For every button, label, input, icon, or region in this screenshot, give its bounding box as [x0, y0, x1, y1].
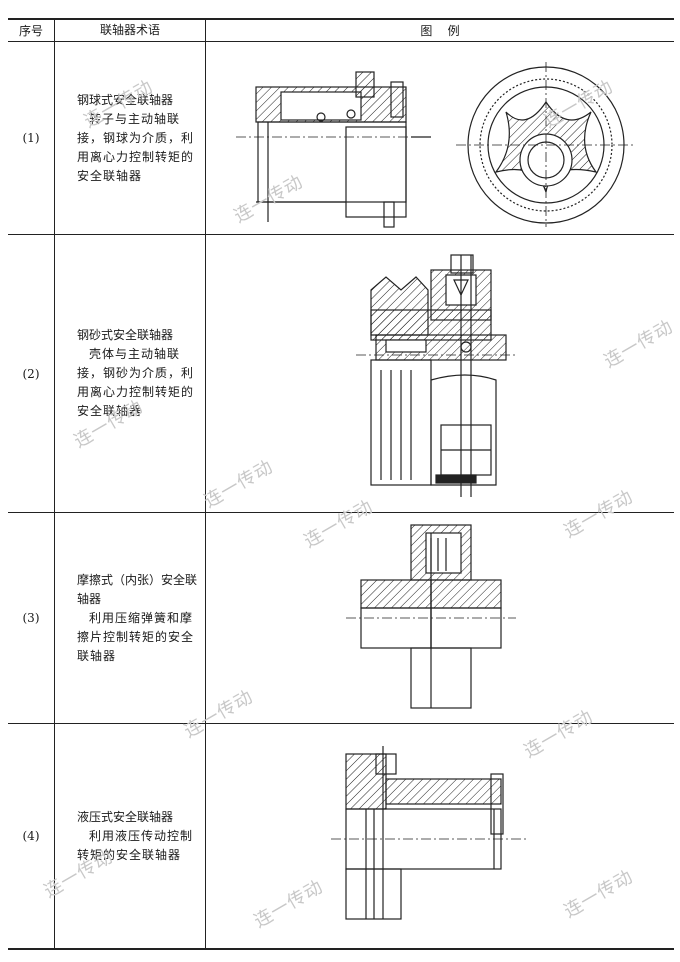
table-row: (2) 钢砂式安全联轴器 壳体与主动轴联接，钢砂为介质，利用离心力控制转矩的安全… [8, 234, 674, 513]
table-row: (4) 液压式安全联轴器 利用液压传动控制转矩的安全联轴器 [8, 723, 674, 950]
row-seq: (2) [8, 234, 55, 513]
term-name: 液压式安全联轴器 [77, 809, 174, 824]
term-name: 钢砂式安全联轴器 [77, 328, 174, 342]
figure-cell [205, 512, 674, 724]
term-desc: 转子与主动轴联接，钢球为介质，利用离心力控制转矩的安全联轴器 [77, 111, 195, 183]
term-name: 摩擦式（内张）安全联轴器 [77, 572, 198, 606]
row-term: 钢砂式安全联轴器 壳体与主动轴联接，钢砂为介质，利用离心力控制转矩的安全联轴器 [54, 234, 206, 513]
ball-safety-coupling-drawing-icon [236, 62, 636, 228]
term-desc: 壳体与主动轴联接，钢砂为介质，利用离心力控制转矩的安全联轴器 [77, 347, 195, 418]
header-figure: 图 例 [205, 18, 674, 42]
row-seq: (1) [8, 41, 55, 235]
term-name: 钢球式安全联轴器 [77, 92, 174, 107]
header-seq: 序号 [8, 18, 55, 42]
table-row: (3) 摩擦式（内张）安全联轴器 利用压缩弹簧和摩擦片控制转矩的安全联轴器 [8, 512, 674, 724]
row-term: 钢球式安全联轴器 转子与主动轴联接，钢球为介质，利用离心力控制转矩的安全联轴器 [54, 41, 206, 235]
term-desc: 利用液压传动控制转矩的安全联轴器 [77, 828, 194, 862]
row-term: 液压式安全联轴器 利用液压传动控制转矩的安全联轴器 [54, 723, 206, 950]
table-header-row: 序号 联轴器术语 图 例 [8, 18, 674, 42]
header-term: 联轴器术语 [54, 18, 206, 42]
coupling-table-frame: 序号 联轴器术语 图 例 (1) 钢球式安全联轴器 转子与主动轴联接，钢球为介质… [8, 18, 674, 950]
term-desc: 利用压缩弹簧和摩擦片控制转矩的安全联轴器 [77, 610, 195, 663]
friction-safety-coupling-drawing-icon [346, 524, 516, 709]
row-seq: (3) [8, 512, 55, 724]
coupling-terms-table: 序号 联轴器术语 图 例 (1) 钢球式安全联轴器 转子与主动轴联接，钢球为介质… [8, 18, 674, 950]
steel-sand-safety-coupling-drawing-icon [356, 254, 516, 497]
figure-cell [205, 723, 674, 950]
row-term: 摩擦式（内张）安全联轴器 利用压缩弹簧和摩擦片控制转矩的安全联轴器 [54, 512, 206, 724]
table-row: (1) 钢球式安全联轴器 转子与主动轴联接，钢球为介质，利用离心力控制转矩的安全… [8, 41, 674, 235]
figure-cell [205, 41, 674, 235]
row-seq: (4) [8, 723, 55, 950]
figure-cell [205, 234, 674, 513]
hydraulic-safety-coupling-drawing-icon [331, 746, 526, 920]
